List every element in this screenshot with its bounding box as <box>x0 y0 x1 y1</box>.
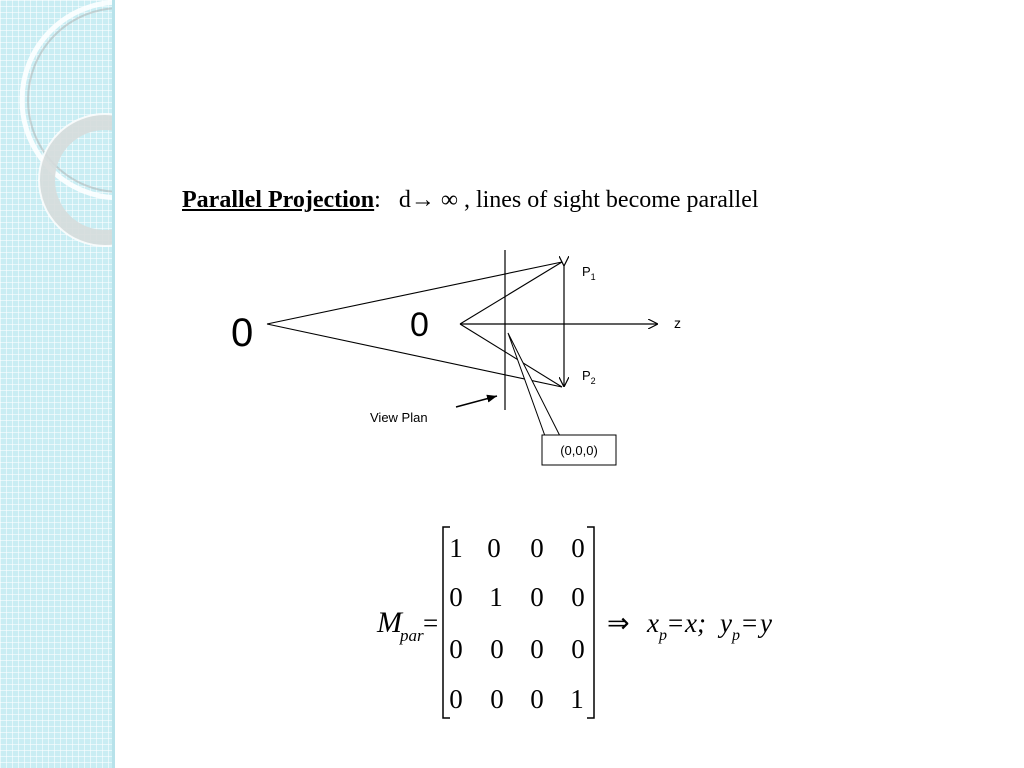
matrix-cell: 0 <box>530 582 544 612</box>
label-p2-main: P <box>582 368 591 383</box>
matrix-cell: 0 <box>530 684 544 714</box>
matrix-cell: 0 <box>571 634 585 664</box>
matrix-cells: 1 0 0 0 0 1 0 0 0 0 0 0 0 0 0 1 <box>449 533 585 714</box>
eq-equals: = <box>423 608 438 638</box>
far-ray-top <box>266 261 563 325</box>
view-plan-arrow <box>455 394 498 408</box>
matrix-cell: 0 <box>571 533 585 563</box>
eq-xp-x: x <box>646 608 659 638</box>
matrix-cell: 0 <box>490 684 504 714</box>
title-heading: Parallel Projection <box>182 187 375 213</box>
eq-xp-rhs: x; <box>684 608 706 638</box>
title-rest: d→ ∞ , lines of sight become parallel <box>398 187 759 213</box>
near-ray-top <box>459 261 563 325</box>
label-o-far: 0 <box>231 311 253 355</box>
matrix-cell: 0 <box>530 634 544 664</box>
ring-large <box>19 0 115 201</box>
ring-small-highlight <box>38 113 115 247</box>
label-p1: P1 <box>582 264 596 282</box>
matrix-cell: 1 <box>570 684 584 714</box>
matrix-cell: 0 <box>571 582 585 612</box>
label-origin: (0,0,0) <box>560 443 598 458</box>
eq-yp-rhs: y <box>757 608 772 638</box>
matrix-cell: 1 <box>489 582 503 612</box>
eq-yp-y: y <box>717 608 732 638</box>
eq-eq2: = <box>668 608 683 638</box>
eq-implies: ⇒ <box>607 608 630 638</box>
label-view-plan: View Plan <box>370 410 428 425</box>
origin-callout-box <box>541 434 617 466</box>
label-o-near: 0 <box>410 306 429 344</box>
title-colon: : <box>374 187 381 213</box>
matrix-cell: 0 <box>530 533 544 563</box>
label-z: z <box>674 315 681 331</box>
matrix-cell: 1 <box>449 533 463 563</box>
label-p1-main: P <box>582 264 591 279</box>
label-p1-sub: 1 <box>591 272 596 282</box>
sidebar-rings <box>19 0 115 247</box>
matrix-cell: 0 <box>490 634 504 664</box>
label-p2: P2 <box>582 368 596 386</box>
sidebar-edge <box>112 0 115 768</box>
matrix-cell: 0 <box>449 684 463 714</box>
eq-xp-sub: p <box>658 627 667 644</box>
ring-large-shadow <box>27 7 115 193</box>
eq-yp-sub: p <box>731 627 740 644</box>
eq-lhs-main: M <box>376 606 404 639</box>
slide-title: Parallel Projection: d→ ∞ , lines of sig… <box>182 187 759 214</box>
matrix-bracket-left <box>442 526 450 719</box>
matrix-cell: 0 <box>449 634 463 664</box>
far-ray-bottom <box>266 323 563 388</box>
ring-small <box>39 114 115 246</box>
matrix-cell: 0 <box>487 533 501 563</box>
label-p2-sub: 2 <box>591 376 596 386</box>
eq-eq3: = <box>742 608 757 638</box>
decorative-sidebar <box>0 0 115 768</box>
near-ray-bottom <box>459 323 563 388</box>
matrix-bracket-right <box>587 526 595 719</box>
matrix-cell: 0 <box>449 582 463 612</box>
eq-lhs-sub: par <box>399 626 424 645</box>
